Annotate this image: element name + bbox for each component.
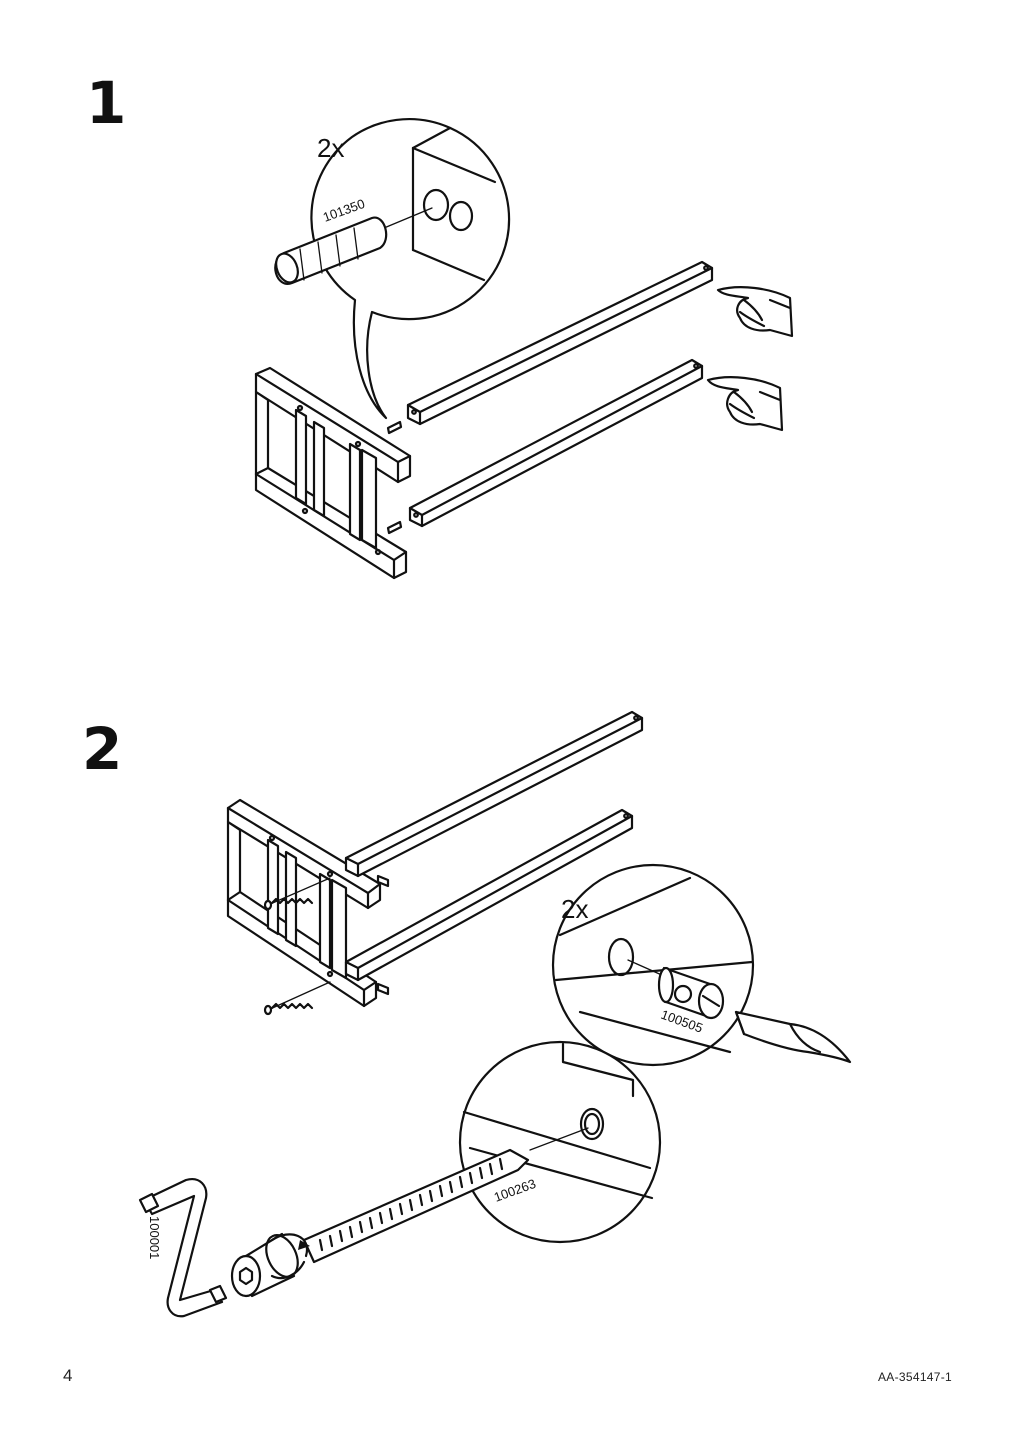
pointing-hand-icon (716, 286, 794, 338)
lower-rail (344, 808, 634, 982)
dowel-icon (386, 520, 403, 535)
hole-icon (579, 1107, 605, 1141)
long-bolt-icon (230, 1148, 530, 1298)
hole-icon (607, 937, 635, 977)
step-2-quantity: 2x (561, 894, 588, 924)
rotate-arrow-icon (298, 1240, 310, 1250)
bolt-icon (263, 877, 331, 911)
step-1-quantity: 2x (317, 133, 344, 163)
hole-icon (422, 188, 450, 222)
screwdriver-icon (734, 1010, 852, 1064)
side-frame (254, 366, 412, 580)
step-2-nut-callout (551, 863, 755, 1067)
step-1-number: 1 (86, 69, 127, 137)
upper-rail (406, 260, 714, 426)
dowel-icon (274, 216, 388, 285)
lower-rail (408, 358, 704, 528)
allen-key-icon (138, 1178, 228, 1318)
barrel-nut-icon (657, 966, 725, 1020)
allen-key-part-number: 100001 (147, 1216, 162, 1259)
step-2-bolt-callout (458, 1040, 662, 1244)
step-1-illustration: 2x 101350 (254, 118, 794, 580)
step-2-number: 2 (82, 715, 123, 783)
pointing-hand-icon (706, 376, 784, 432)
hole-icon (448, 200, 474, 232)
barrel-nut-icon (376, 982, 390, 996)
side-frame (226, 798, 382, 1008)
document-code: AA-354147-1 (878, 1370, 953, 1384)
step-1-zoom-callout (274, 118, 511, 420)
upper-rail (344, 710, 644, 878)
dowel-icon (386, 420, 403, 435)
barrel-nut-icon (376, 874, 390, 888)
step-2-illustration: 2x 100505 100263 (138, 710, 852, 1318)
page-number: 4 (63, 1366, 73, 1385)
bolt-icon (263, 981, 331, 1016)
